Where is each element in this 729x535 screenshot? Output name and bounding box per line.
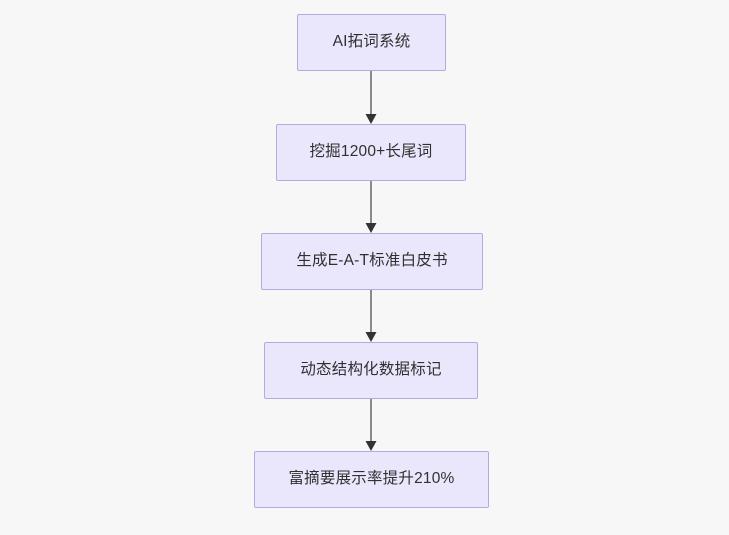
flow-node-label: 动态结构化数据标记	[300, 361, 442, 379]
arrowhead-icon	[365, 441, 377, 451]
arrowhead-icon	[365, 332, 377, 342]
flow-node-eat-whitepaper[interactable]: 生成E-A-T标准白皮书	[261, 233, 483, 290]
flow-node-label: 挖掘1200+长尾词	[309, 143, 433, 161]
flow-edge-2	[365, 181, 377, 233]
flow-node-label: 富摘要展示率提升210%	[288, 470, 455, 488]
flow-node-longtail-keywords[interactable]: 挖掘1200+长尾词	[276, 124, 466, 181]
arrowhead-icon	[365, 223, 377, 233]
flow-node-rich-snippet-result[interactable]: 富摘要展示率提升210%	[254, 451, 489, 508]
flow-edge-4	[365, 399, 377, 451]
flow-edge-1	[365, 71, 377, 124]
flow-node-ai-keyword-system[interactable]: AI拓词系统	[297, 14, 446, 71]
arrowhead-icon	[365, 114, 377, 124]
flow-node-label: AI拓词系统	[332, 33, 411, 51]
flow-edge-3	[365, 290, 377, 342]
flow-node-structured-data-markup[interactable]: 动态结构化数据标记	[264, 342, 478, 399]
flow-node-label: 生成E-A-T标准白皮书	[296, 252, 448, 270]
